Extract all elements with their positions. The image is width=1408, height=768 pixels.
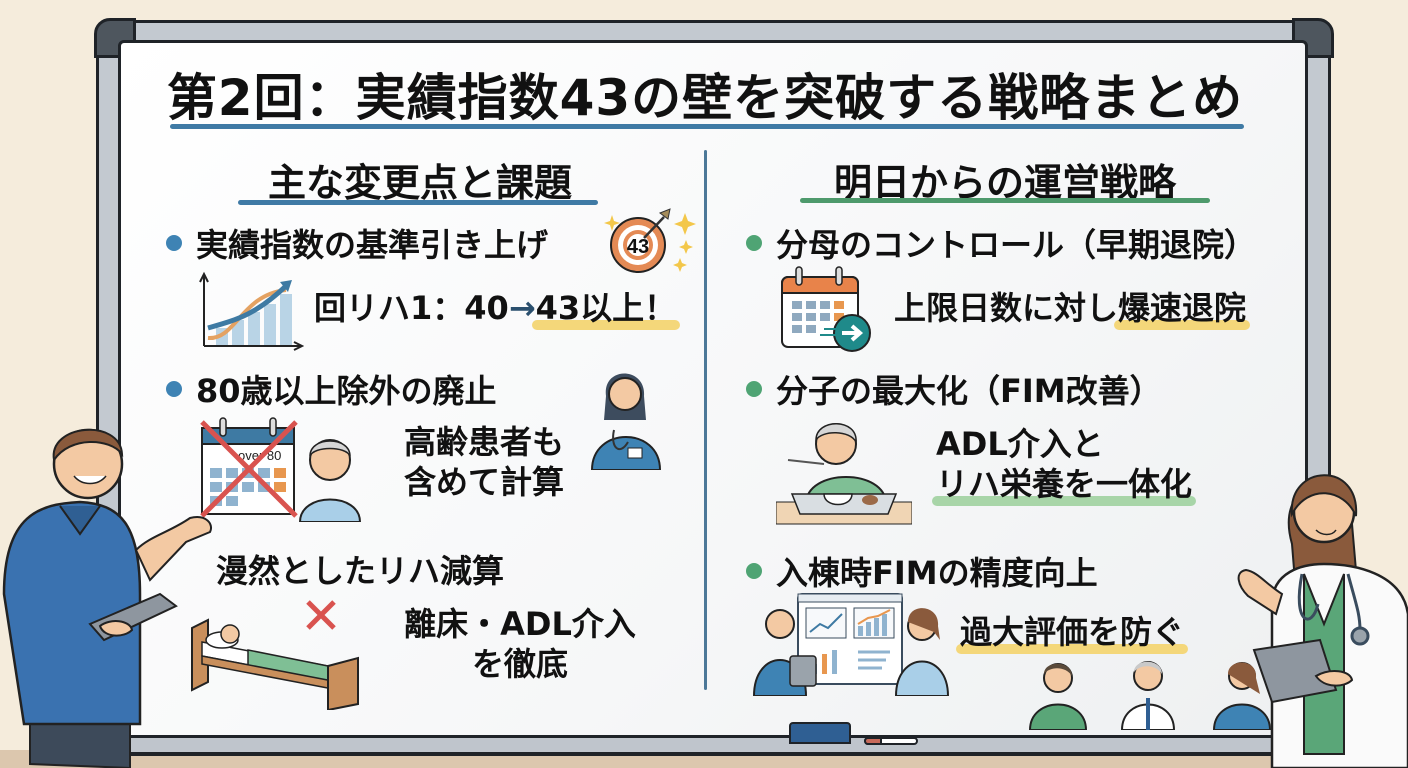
right-heading-underline	[800, 198, 1210, 203]
left-bullet-1: 実績指数の基準引き上げ	[166, 220, 548, 266]
calendar-fast-forward-icon	[781, 266, 871, 352]
bed-patient-icon	[191, 600, 359, 710]
old-threshold: 回リハ1：40	[314, 289, 509, 327]
left-heading-underline	[238, 200, 598, 205]
crossed-calendar-icon: over 80	[200, 417, 362, 522]
left-item-1-detail: 回リハ1：40→43以上！	[314, 288, 680, 330]
detail-prefix: 上限日数に対し	[894, 289, 1119, 327]
arrow-icon: →	[508, 289, 536, 327]
new-threshold-highlight: 43以上！	[531, 289, 680, 330]
bullet-text: 分母のコントロール（早期退院）	[776, 226, 1257, 264]
bullet-dot	[166, 235, 182, 251]
detail-line: 高齢患者も	[403, 423, 564, 461]
right-item-2-detail: ADL介入と リハ栄養を一体化	[931, 424, 1197, 506]
bullet-text: 実績指数の基準引き上げ	[196, 226, 549, 264]
left-column-heading: 主な変更点と課題	[267, 161, 572, 205]
page-title: 第2回：実績指数43の壁を突破する戦略まとめ	[166, 69, 1244, 127]
bullet-text: 入棟時FIMの精度向上	[776, 554, 1098, 592]
eraser-icon	[789, 722, 851, 744]
detail-highlight: リハ栄養を一体化	[931, 465, 1197, 506]
bullet-dot	[746, 381, 762, 397]
detail-highlight: 過大評価を防ぐ	[955, 613, 1189, 654]
female-doctor-presenter-illustration	[1237, 474, 1408, 768]
right-item-3-detail: 過大評価を防ぐ	[955, 612, 1189, 654]
right-item-1-detail: 上限日数に対し爆速退院	[894, 288, 1251, 330]
target-badge: 43	[627, 236, 649, 258]
bullet-dot	[746, 235, 762, 251]
right-bullet-1: 分母のコントロール（早期退院）	[746, 220, 1256, 266]
detail-line: を徹底	[471, 645, 568, 683]
column-divider	[704, 150, 707, 690]
team-dashboard-icon	[752, 593, 950, 696]
bullet-dot	[746, 563, 762, 579]
detail-highlight: 爆速退院	[1114, 289, 1251, 330]
staff-discussion-illustration	[1028, 661, 1272, 730]
rising-chart-icon	[199, 271, 304, 351]
right-column-heading: 明日からの運営戦略	[833, 161, 1176, 205]
marker-tray	[118, 735, 1308, 755]
eating-patient-icon	[776, 423, 912, 525]
bullet-text: 漫然としたリハ減算	[216, 552, 505, 590]
right-bullet-2: 分子の最大化（FIM改善）	[746, 366, 1162, 412]
left-item-3-detail: 離床・ADL介入 を徹底	[380, 604, 660, 684]
bullet-text: 80歳以上除外の廃止	[196, 372, 497, 410]
male-presenter-illustration	[2, 428, 212, 768]
left-item-2-detail: 高齢患者も 含めて計算	[374, 422, 594, 502]
bullet-dot	[166, 381, 182, 397]
left-bullet-2: 80歳以上除外の廃止	[166, 366, 497, 412]
left-bullet-3: 漫然としたリハ減算	[216, 546, 504, 592]
marker-cap	[864, 737, 882, 745]
detail-line: ADL介入と	[936, 425, 1104, 463]
detail-line: 含めて計算	[403, 463, 564, 501]
title-underline	[170, 124, 1244, 129]
right-bullet-3: 入棟時FIMの精度向上	[746, 548, 1098, 594]
bullet-text: 分子の最大化（FIM改善）	[776, 372, 1162, 410]
target-43-icon: 43	[604, 208, 696, 273]
nurse-illustration	[590, 373, 662, 470]
detail-line: 離床・ADL介入	[404, 605, 636, 643]
